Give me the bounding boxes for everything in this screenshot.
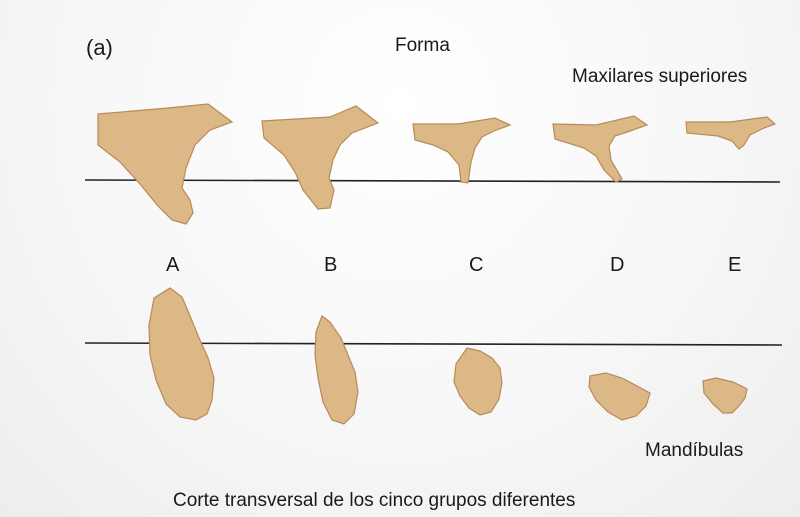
lower-jaw-shape-b [315,316,358,424]
upper-jaw-shape-a [98,104,232,224]
group-label-b: B [324,254,337,277]
lower-jaw-shape-c [454,348,502,415]
upper-jaw-shape-b [262,106,378,209]
figure-caption: Corte transversal de los cinco grupos di… [173,490,575,512]
lower-jaw-label: Mandíbulas [645,440,743,462]
group-label-a: A [166,254,179,277]
upper-reference-line [85,180,780,182]
upper-jaw-shape-e [686,117,775,149]
lower-jaw-shape-a [149,288,214,420]
upper-jaw-shape-c [413,118,510,183]
lower-jaw-shape-d [589,373,650,420]
group-label-c: C [469,254,483,277]
group-label-d: D [610,254,624,277]
upper-jaw-shape-d [553,116,647,182]
group-label-e: E [728,254,741,277]
lower-jaw-shape-e [703,378,747,413]
